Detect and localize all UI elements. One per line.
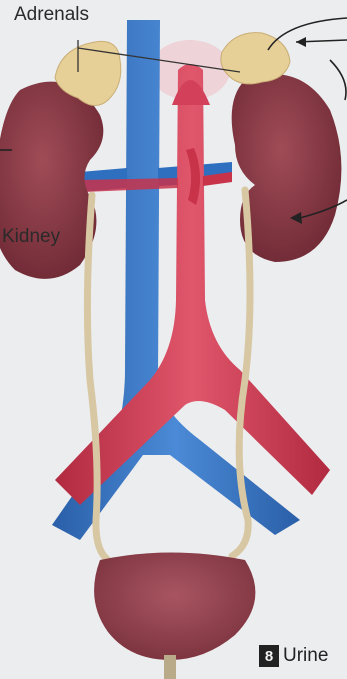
urethra [164, 655, 176, 679]
bladder [94, 553, 255, 661]
right-adrenal [221, 33, 290, 84]
adrenals-label: Adrenals [14, 4, 89, 26]
figure-caption: 8 Urine [259, 645, 328, 667]
caption-number-badge: 8 [259, 645, 279, 667]
caption-text: Urine [283, 645, 328, 667]
kidney-label: Kidney [2, 226, 60, 248]
